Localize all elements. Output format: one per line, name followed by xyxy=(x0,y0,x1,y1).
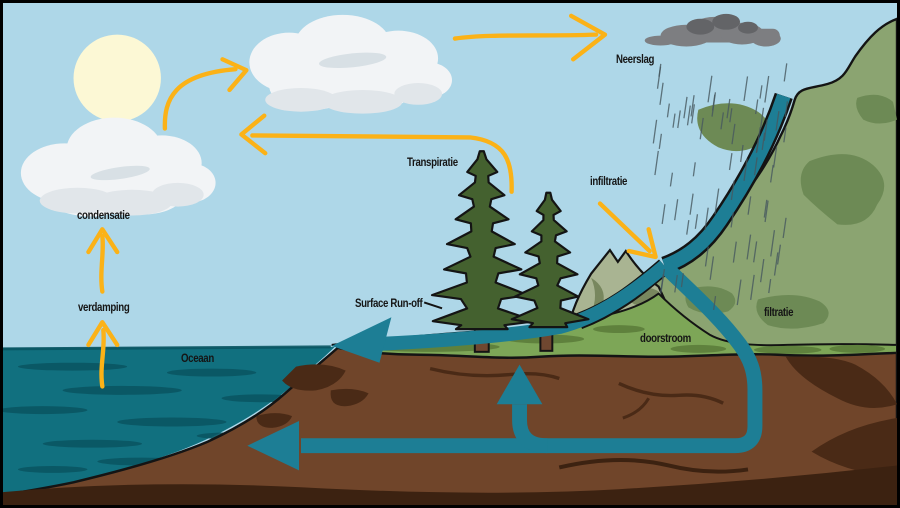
mountain-river xyxy=(662,93,791,273)
label-doorstroom: doorstroom xyxy=(640,333,691,345)
label-verdamping: verdamping xyxy=(78,302,130,314)
process-arrows xyxy=(86,13,658,389)
condensation-arrow-icon xyxy=(86,227,120,294)
rain xyxy=(652,63,789,311)
water-arrowheads xyxy=(247,317,543,471)
cloud-middle-shadow xyxy=(265,52,443,114)
cloud-left-icon xyxy=(20,117,216,217)
rain-cloud-icon xyxy=(644,13,781,47)
label-infiltratie: infiltratie xyxy=(590,176,628,188)
label-neerslag: Neerslag xyxy=(616,54,655,66)
pine-tree-large xyxy=(430,150,537,331)
sun-icon xyxy=(73,34,161,122)
label-transpiratie: Transpiratie xyxy=(407,157,458,169)
transpiration-arrow-icon xyxy=(239,113,514,194)
label-filtratie: filtratie xyxy=(764,307,794,319)
runoff-label-pointer xyxy=(423,301,443,310)
ocean-wave-streaks xyxy=(3,345,331,473)
label-condensatie: condensatie xyxy=(77,210,130,222)
label-oceaan: Oceaan xyxy=(181,353,214,365)
mountain-shading xyxy=(685,94,897,329)
cloud-middle-icon xyxy=(249,14,452,114)
cloud-transport-arrow-icon xyxy=(162,57,249,131)
evaporation-arrow-icon xyxy=(86,320,120,389)
infiltration-arrow-icon xyxy=(597,201,658,260)
to-precipitation-arrow-icon xyxy=(452,13,608,62)
filtration-pipe xyxy=(301,260,763,454)
cloud-left-shadow xyxy=(39,165,204,216)
upwelling-branch xyxy=(512,404,548,454)
pine-tree-small xyxy=(510,191,590,329)
diagram-canvas xyxy=(3,3,897,505)
label-surface-runoff: Surface Run-off xyxy=(355,298,423,310)
groundwater-arrowhead-icon xyxy=(247,421,300,471)
upwelling-arrowhead-icon xyxy=(496,364,543,405)
pine-trees xyxy=(430,150,590,331)
runoff-arrowhead-icon xyxy=(331,317,392,363)
soil-shading xyxy=(3,356,897,505)
